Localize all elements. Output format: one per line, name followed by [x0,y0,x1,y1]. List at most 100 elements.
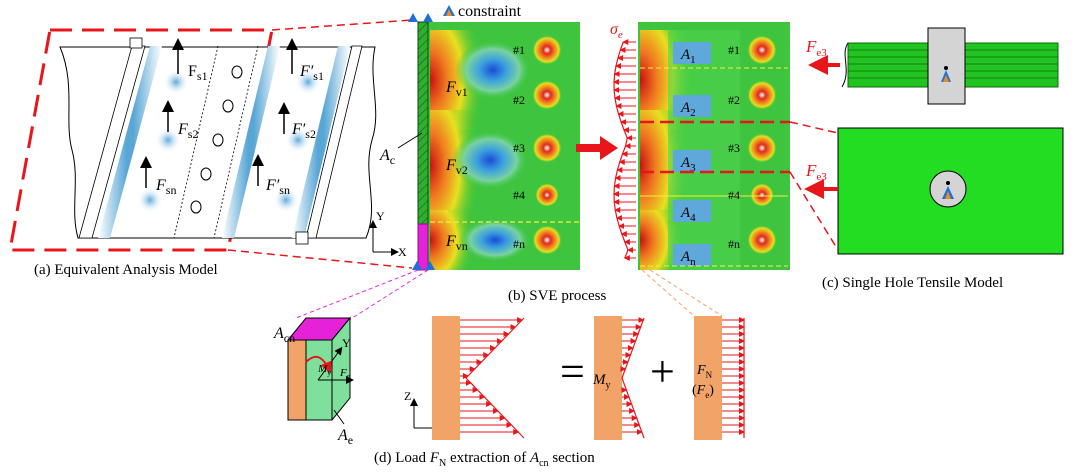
strip-left-blue [98,46,162,238]
caption-b: (b) SVE process [508,288,606,304]
axis-z-label: Z [404,389,411,403]
hole-contour [532,225,562,255]
panel-d: Acn Y My Fe Ae Z X = My + FN (Fe) [273,316,745,447]
clamp-block [927,27,966,105]
constraint-icon-inner [945,191,951,199]
hole-label-n: #n [513,237,525,251]
connector-line [789,171,839,251]
constraint-icon [425,261,435,270]
force-label-fs1: Fs1 [188,63,208,83]
caption-a: (a) Equivalent Analysis Model [34,262,218,278]
ae-label: Ae [337,427,353,447]
hole-label-3: #3 [513,141,525,155]
load-axial [722,317,745,438]
hole-label-4: #4 [728,188,740,202]
fv2-label: Fv2 [445,157,468,177]
panel-b2: A1 A2 A3 A4 An #1 #2 #3 #4 #n σe [610,21,790,270]
section-bar-moment [594,316,622,440]
hole-label-1: #1 [728,43,740,57]
constraint-legend-icon-inner [446,9,452,16]
ae-leader [333,409,345,425]
constraint-icon [412,261,422,270]
hole-label-1: #1 [513,43,525,57]
caption-d: (d) Load FN extraction of Acn section [374,450,595,469]
glow-spot [137,187,163,213]
force-label-f-prime-s2: F′s2 [291,121,316,141]
fv1-label: Fv1 [445,79,468,99]
section-bar-axial [694,316,722,440]
contour-low [455,40,531,100]
hole-contour [747,225,777,255]
moment-arrow [305,355,332,374]
glow-spot [155,127,181,153]
area-label-2: A2 [680,100,696,119]
axis-x-label: X [398,245,407,259]
force-label-fs2: Fs2 [177,121,198,141]
fn-label: FN [696,363,713,380]
strip-right-blue [292,46,350,238]
section-bar-combined [432,316,460,440]
pin-dot [944,66,948,70]
connector-line [649,269,723,317]
axis-y-local-label: Y [342,336,351,350]
hole-contour [747,80,777,110]
pin-dot [946,181,950,185]
hole-contour [750,183,774,207]
hole-contour [535,183,559,207]
area-a3 [673,150,711,172]
stress-arrows [613,39,636,261]
glow-spot [273,187,299,213]
plus-sign: + [650,347,675,396]
strip-mid-blue [222,46,280,238]
dotted-line-2 [213,45,259,239]
connector-line [295,269,419,319]
area-label-4: A4 [680,205,696,224]
hatched-strip [417,21,429,225]
bolt-holes [190,65,243,214]
hole-contour [532,35,562,65]
area-an [673,244,711,266]
fvn-label: Fvn [445,233,468,253]
fe3-label-top: Fe3 [805,37,827,59]
glow-spot [163,69,189,95]
hole-contour [747,133,777,163]
force-label-fsn: Fsn [155,177,176,197]
hole-contour [532,133,562,163]
fe3-label-bottom: Fe3 [805,161,827,183]
my-label: My [592,372,611,391]
strap-cut [841,42,849,88]
load-combined [460,317,525,439]
connector-line [789,121,839,134]
fe-label-block: Fe [339,367,351,381]
constraint-legend-label: constraint [458,3,522,20]
axis-y-label: Y [376,209,385,223]
constraint-icon [423,13,433,22]
constraint-icon-inner [943,75,949,82]
fn-fe-label: (Fe) [692,383,714,400]
my-label-block: My [317,363,331,377]
acn-label: Acn [273,325,295,345]
hole-label-2: #2 [513,93,525,107]
hole-contour [532,80,562,110]
force-label-f-prime-s1: F′s1 [299,63,324,83]
ac-leader [397,132,423,149]
magenta-section [417,223,429,271]
hole-contour [747,35,777,65]
connector-line [641,269,695,317]
glow-spot [295,69,321,95]
load-envelope [621,317,645,439]
area-label-3: A3 [680,155,696,174]
panel-a-frame [8,28,274,252]
caption-c: (c) Single Hole Tensile Model [822,275,1003,291]
area-a4 [673,200,711,222]
sigma-label: σe [610,21,623,41]
process-arrow [576,136,618,160]
panel-c: Fe3 Fe3 (c) Single Hole Tensile Model [804,27,1064,291]
glow-spot [285,127,311,153]
hole-label-4: #4 [513,188,525,202]
area-label-n: An [680,249,696,268]
ac-label: Ac [379,147,395,167]
panel-b: constraint Ac Fv1 Fv2 Fvn #1 #2 #3 #4 #n… [369,3,580,271]
